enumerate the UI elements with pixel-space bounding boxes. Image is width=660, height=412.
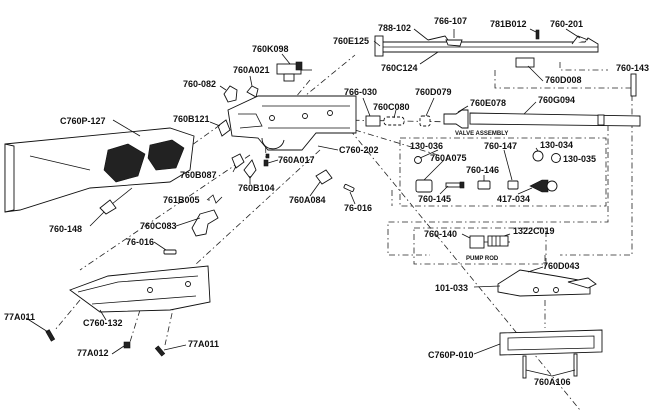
barrel-band-part	[515, 57, 535, 68]
label-760D008: 760D008	[545, 75, 582, 85]
label-760A084: 760A084	[289, 195, 326, 205]
stock-bolt-760-148	[99, 187, 133, 215]
pump-rod-box	[413, 227, 547, 265]
stock-part	[4, 127, 195, 213]
label-130-036: 130-036	[410, 141, 443, 151]
label-760G094: 760G094	[538, 95, 575, 105]
knob-760-082	[223, 85, 238, 103]
part-760E078	[443, 109, 469, 129]
label-C760-132: C760-132	[83, 318, 123, 328]
label-101-033: 101-033	[435, 283, 468, 293]
front-sight-part	[445, 39, 463, 47]
screw-77A011-right	[154, 345, 166, 357]
label-781B012: 781B012	[490, 19, 527, 29]
caption-valve-assembly: VALVE ASSEMBLY	[455, 131, 508, 137]
label-760A075: 760A075	[430, 153, 467, 163]
label-760C083: 760C083	[140, 221, 177, 231]
pin-760-143	[630, 73, 637, 97]
barrel-assembly	[374, 35, 599, 57]
label-417-034: 417-034	[497, 194, 530, 204]
label-760A017: 760A017	[278, 155, 315, 165]
label-760B087: 760B087	[180, 170, 217, 180]
valve-assembly-box	[399, 137, 607, 207]
label-760A021: 760A021	[233, 65, 270, 75]
label-76-016-lower: 76-016	[126, 237, 154, 247]
trigger-760C083	[191, 209, 219, 237]
label-130-035: 130-035	[563, 154, 596, 164]
part-labels: 788-102 766-107 781B012 760-201 760E125 …	[4, 16, 649, 387]
label-C760P-127: C760P-127	[60, 116, 106, 126]
label-760C124: 760C124	[381, 63, 418, 73]
screw-77A011-left	[45, 329, 56, 342]
label-766-107: 766-107	[434, 16, 467, 26]
part-760A075	[415, 179, 433, 193]
part-760B104	[243, 159, 257, 179]
pump-tube-760G094	[469, 112, 641, 127]
part-760-145	[445, 181, 465, 189]
part-760-147	[507, 180, 519, 190]
label-76-016-upper: 76-016	[344, 203, 372, 213]
pump-linkage-part	[497, 269, 597, 297]
label-760B121: 760B121	[173, 114, 210, 124]
pin-760A106-left	[522, 355, 527, 379]
label-1322C019: 1322C019	[513, 226, 555, 236]
part-130-034	[532, 150, 544, 162]
receiver-part	[227, 95, 357, 151]
part-760A017	[263, 153, 270, 167]
label-760-146: 760-146	[466, 165, 499, 175]
leader-lines	[25, 28, 581, 377]
part-760-146	[477, 180, 491, 190]
screw-781B012	[535, 29, 540, 40]
label-77A011-right: 77A011	[188, 339, 219, 349]
label-760-140: 760-140	[424, 229, 457, 239]
label-760-145: 760-145	[418, 194, 451, 204]
label-766-030: 766-030	[344, 87, 377, 97]
part-130-035	[551, 153, 561, 163]
label-788-102: 788-102	[378, 23, 411, 33]
part-760C080	[383, 116, 405, 126]
label-760E125: 760E125	[333, 36, 369, 46]
part-130-036	[414, 156, 422, 164]
pin-76-016-lower	[163, 249, 177, 255]
label-760-143: 760-143	[616, 63, 649, 73]
label-760A106: 760A106	[534, 377, 571, 387]
forearm-part	[499, 329, 603, 356]
label-760D079: 760D079	[415, 87, 452, 97]
label-77A012: 77A012	[77, 348, 109, 358]
part-760B087	[231, 153, 245, 169]
part-417-034	[529, 179, 558, 193]
label-77A011-left: 77A011	[4, 312, 35, 322]
label-C760-202: C760-202	[339, 145, 379, 155]
label-760C080: 760C080	[373, 102, 410, 112]
pin-760A106-right	[573, 353, 578, 377]
label-761B005: 761B005	[163, 195, 200, 205]
label-C760P-010: C760P-010	[428, 350, 474, 360]
part-766-030	[365, 115, 381, 127]
screw-77A012	[123, 341, 131, 349]
pin-76-016-upper	[343, 183, 355, 193]
label-130-034: 130-034	[540, 140, 573, 150]
label-760-148: 760-148	[49, 224, 82, 234]
label-760D043: 760D043	[543, 261, 580, 271]
lower-receiver-part	[69, 265, 211, 313]
label-760-082: 760-082	[183, 79, 216, 89]
knob-760A021	[246, 85, 259, 98]
pump-rod-1322C019	[487, 235, 509, 247]
rear-sight-part	[276, 61, 312, 82]
part-760B121	[217, 119, 231, 137]
label-760-201: 760-201	[550, 19, 583, 29]
label-760-147: 760-147	[484, 141, 517, 151]
label-760B104: 760B104	[238, 183, 275, 193]
spring-761B005	[206, 194, 223, 204]
label-760E078: 760E078	[470, 98, 506, 108]
part-760A084	[315, 169, 333, 185]
caption-pump-rod: PUMP ROD	[466, 256, 499, 262]
label-760K098: 760K098	[252, 44, 289, 54]
part-760D079	[419, 115, 431, 127]
